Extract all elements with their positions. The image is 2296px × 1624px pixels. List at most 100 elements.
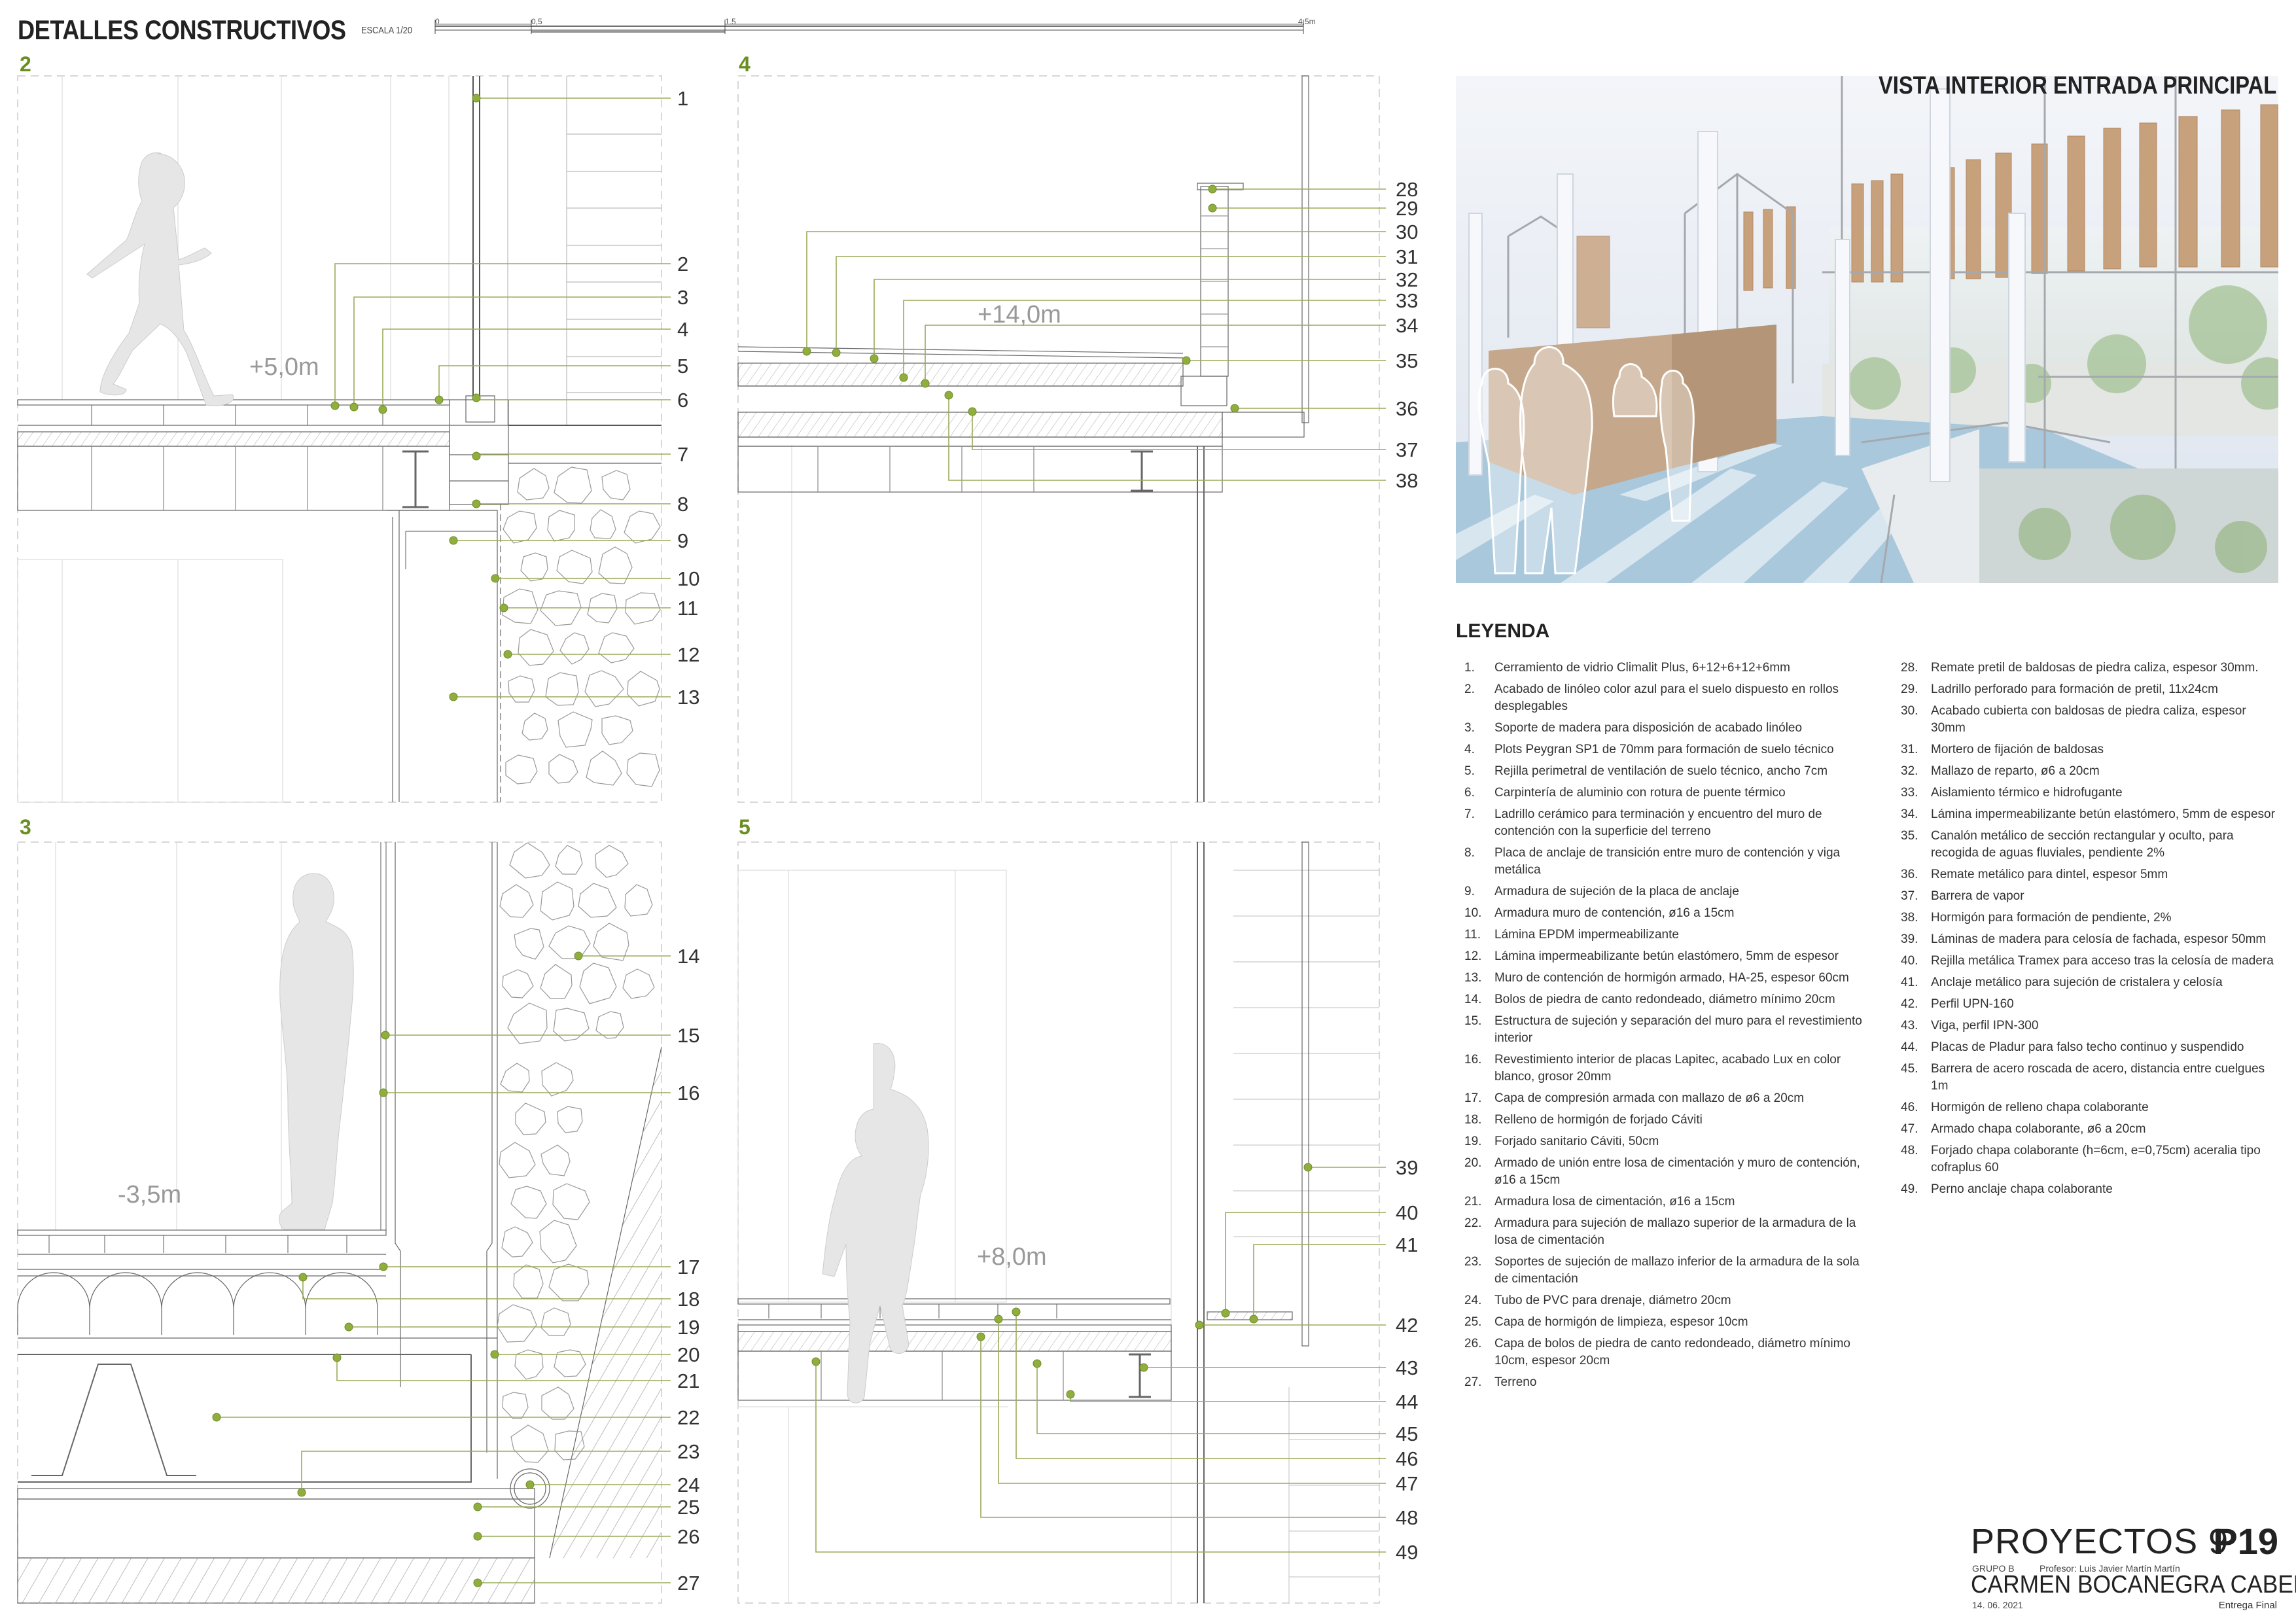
legend-item-number: 17. [1464,1091,1482,1105]
render-title: VISTA INTERIOR ENTRADA PRINCIPAL [1878,72,2276,99]
callout-number: 13 [677,686,699,709]
legend-item-number: 33. [1901,786,1918,800]
legend-item: 32.Mallazo de reparto, ø6 a 20cm [1901,763,2280,780]
stone-shape [553,1008,590,1042]
stone-shape [627,671,660,707]
callout-number: 48 [1396,1506,1418,1529]
legend-item-number: 16. [1464,1053,1482,1067]
callout-dot [298,1273,308,1282]
legend-item: 34.Lámina impermeabilizante betún elastó… [1901,806,2280,823]
callout-dot [1208,203,1217,213]
callout-number: 32 [1396,268,1418,291]
callout-leader-line [874,279,1386,359]
legend-item-number: 29. [1901,682,1918,696]
legend-item-text: Barrera de acero roscada de acero, dista… [1931,1062,2265,1093]
stone-shape [595,1011,624,1039]
legend-item: 27.Terreno [1464,1374,1863,1391]
callout-dot [379,1088,388,1097]
stone-shape [545,672,579,706]
legend-item-number: 39. [1901,932,1918,946]
legend-item-text: Capa de hormigón de limpieza, espesor 10… [1494,1315,1748,1329]
legend-item-text: Armadura losa de cimentación, ø16 a 15cm [1494,1195,1735,1209]
callout-number: 1 [677,87,688,110]
legend-item-number: 4. [1464,743,1475,756]
legend-item-text: Cerramiento de vidrio Climalit Plus, 6+1… [1494,661,1790,675]
stone-shape [508,675,535,703]
stone-shape [547,510,575,542]
callout-dot [349,402,359,412]
legend-item-number: 13. [1464,971,1482,985]
legend-item-number: 41. [1901,976,1918,989]
legend-item-number: 21. [1464,1195,1482,1209]
legend-item-text: Armadura para sujeción de mallazo superi… [1494,1216,1856,1247]
legend-item: 20.Armado de unión entre losa de cimenta… [1464,1155,1863,1189]
callout-number: 25 [677,1496,699,1519]
legend-item-number: 3. [1464,721,1475,735]
stone-shape [552,1183,590,1220]
callout-dot [503,650,512,659]
callout-number: 21 [677,1369,699,1392]
legend-item: 31.Mortero de fijación de baldosas [1901,741,2280,758]
callout-number: 6 [677,389,688,412]
stone-shape [601,715,633,745]
callout-number: 45 [1396,1422,1418,1445]
callout-dot [472,94,481,103]
legend-item: 10.Armadura muro de contención, ø16 a 15… [1464,905,1863,922]
legend-item-number: 30. [1901,704,1918,718]
callout-dot [473,1502,482,1511]
callout-number: 41 [1396,1233,1418,1256]
legend-item: 43.Viga, perfil IPN-300 [1901,1017,2280,1034]
stone-shape [510,1186,547,1219]
stone-shape [510,1424,549,1463]
legend-item-text: Plots Peygran SP1 de 70mm para formación… [1494,743,1834,756]
elevation-label-detail-5: +8,0m [977,1243,1047,1271]
stone-shape [626,752,660,787]
elevation-label-detail-2: +5,0m [249,353,319,381]
legend-item-number: 27. [1464,1375,1482,1389]
callout-number: 4 [677,318,688,341]
callout-number: 46 [1396,1447,1418,1470]
legend-item-number: 23. [1464,1255,1482,1269]
callout-dot [473,1578,482,1587]
callout-leader-line [980,1337,1386,1518]
legend-item-number: 7. [1464,807,1475,821]
legend-item-number: 6. [1464,786,1475,800]
legend-item-text: Ladrillo cerámico para terminación y enc… [1494,807,1822,838]
stone-shape [598,632,635,663]
detail-4-number: 4 [739,52,751,76]
legend-item-text: Armadura muro de contención, ø16 a 15cm [1494,906,1735,920]
legend-item-number: 19. [1464,1135,1482,1148]
callout-number: 19 [677,1316,699,1339]
callout-number: 20 [677,1343,699,1366]
detail-5-section [737,841,1379,1603]
legend-item: 13. Muro de contención de hormigón armado… [1464,970,1863,987]
legend-item: 29.Ladrillo perforado para formación de … [1901,681,2280,698]
legend-item-text: Perfil UPN-160 [1931,997,2014,1011]
stone-shape [625,592,661,625]
callout-dot [899,373,908,382]
legend-item-text: Carpintería de aluminio con rotura de pu… [1494,786,1786,800]
callout-number: 26 [677,1525,699,1548]
callout-number: 42 [1396,1314,1418,1337]
detail-2-number: 2 [20,52,31,76]
legend-item-text: Armadura de sujeción de la placa de ancl… [1494,885,1739,898]
stone-shape [514,928,544,960]
callout-dot [574,951,583,961]
callout-number: 17 [677,1256,699,1279]
callout-number: 29 [1396,197,1418,220]
stone-shape [509,842,550,879]
callout-number: 2 [677,253,688,275]
legend-item: 16.Revestimiento interior de placas Lapi… [1464,1051,1863,1086]
callout-dot [449,692,458,701]
legend-item: 22.Armadura para sujeción de mallazo sup… [1464,1215,1863,1249]
callout-leader-line [806,231,1386,351]
callout-leader-line [836,256,1386,353]
callout-dot [1033,1359,1042,1368]
legend-item-text: Muro de contención de hormigón armado, H… [1494,971,1849,985]
legend-item-text: Forjado sanitario Cáviti, 50cm [1494,1135,1659,1148]
legend-item-text: Remate metálico para dintel, espesor 5mm [1931,868,2168,881]
legend-item-number: 34. [1901,807,1918,821]
legend-item-text: Tubo de PVC para drenaje, diámetro 20cm [1494,1294,1731,1307]
legend-column-2: 28.Remate pretil de baldosas de piedra c… [1901,660,2280,1203]
